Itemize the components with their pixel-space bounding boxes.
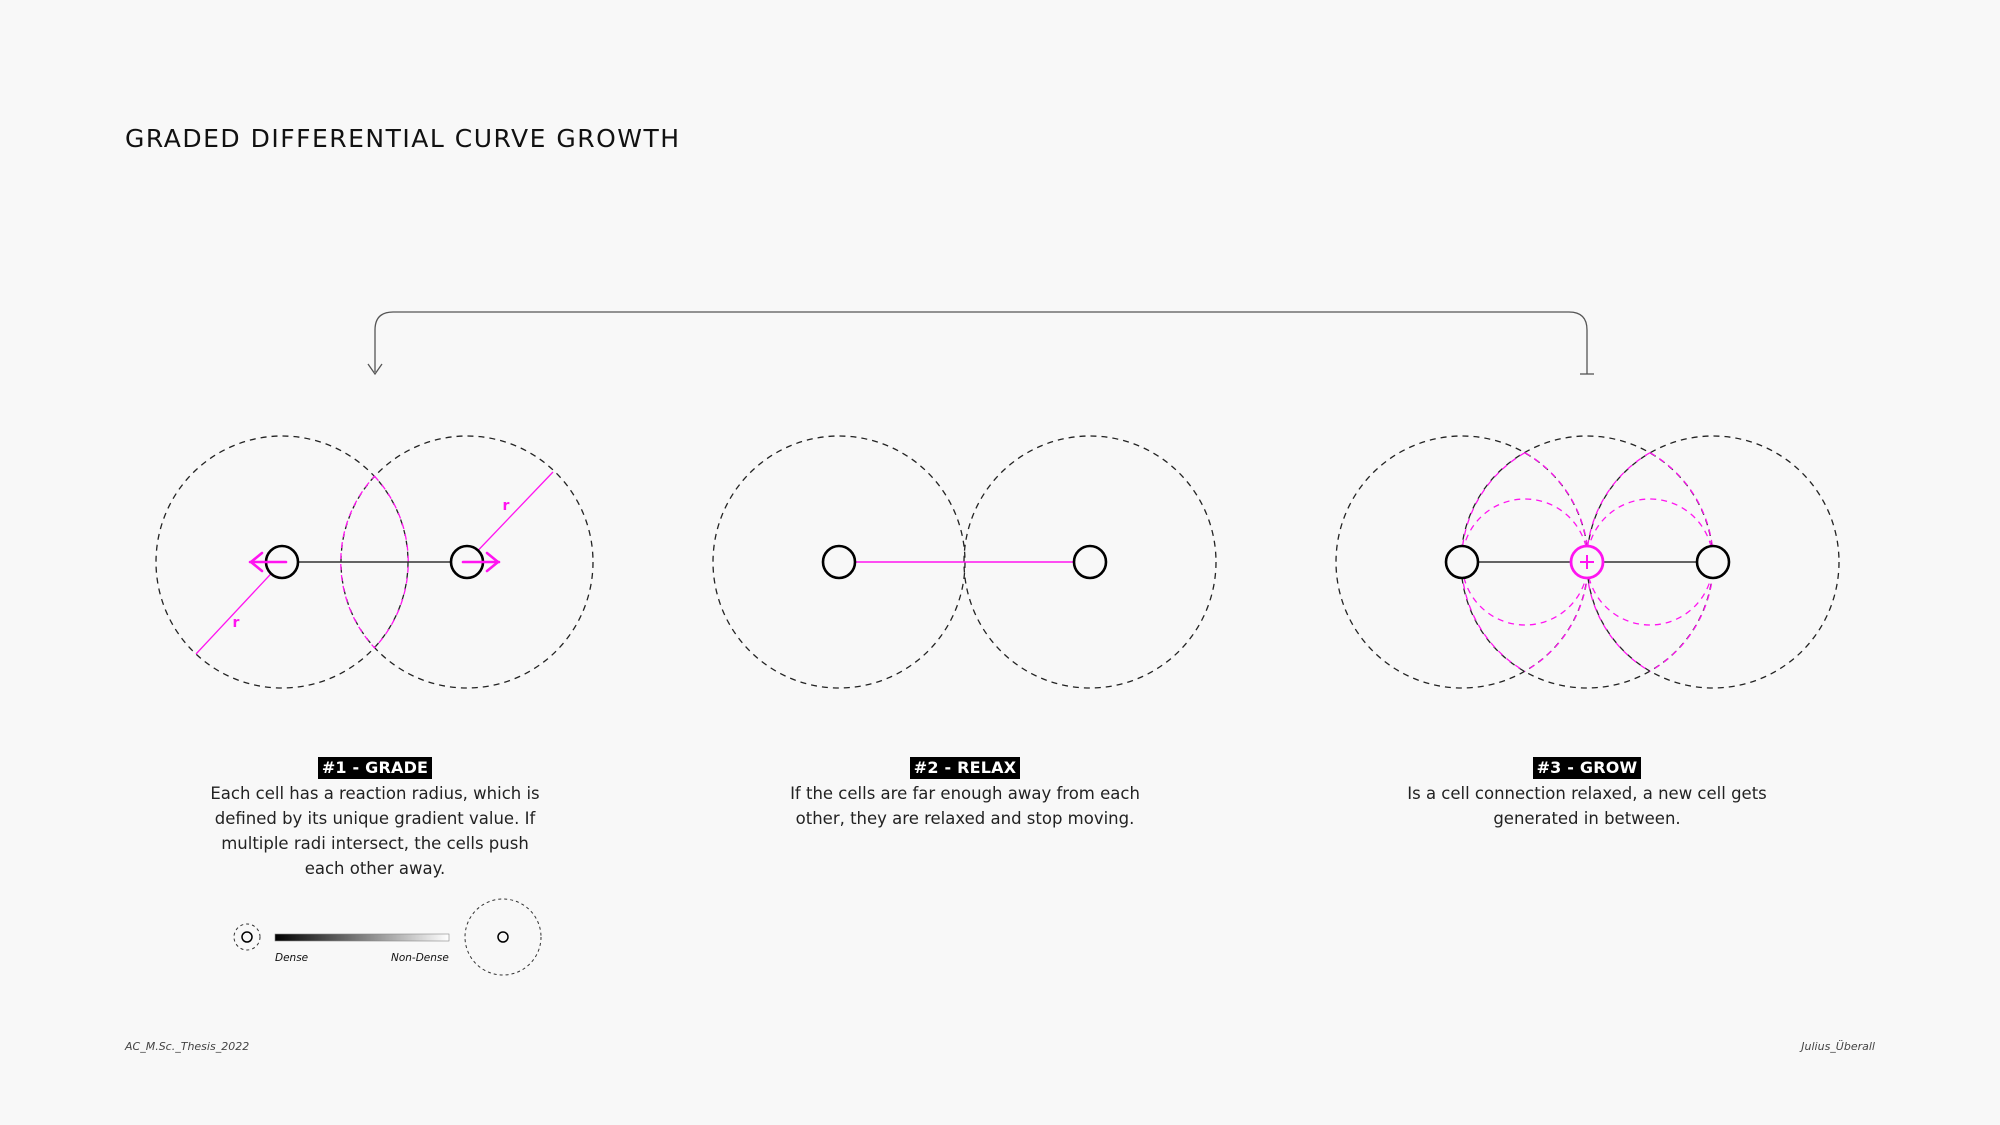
legend-dense-label: Dense <box>275 952 309 964</box>
push-arrow-left-icon <box>248 551 288 573</box>
step-description: Each cell has a reaction radius, which i… <box>210 784 540 878</box>
relax-diagram <box>712 435 1217 689</box>
density-legend <box>233 898 542 976</box>
radius-line-left <box>195 561 283 655</box>
reaction-radius-right <box>963 435 1217 689</box>
dense-cell-sample <box>241 931 253 943</box>
page-title: GRADED DIFFERENTIAL CURVE GROWTH <box>125 124 681 153</box>
non-dense-radius-sample <box>464 898 542 976</box>
dense-radius-sample <box>233 923 261 951</box>
step-description: Is a cell connection relaxed, a new cell… <box>1407 784 1767 828</box>
density-gradient-bar <box>274 933 450 942</box>
cell-right <box>1072 544 1108 580</box>
reaction-radius-right <box>340 435 594 689</box>
step-badge: #1 - GRADE <box>317 757 433 779</box>
radius-intersection <box>340 475 409 649</box>
cell-left <box>1444 544 1480 580</box>
step-grow: #3 - GROW Is a cell connection relaxed, … <box>1377 757 1797 831</box>
step-grade: #1 - GRADE Each cell has a reaction radi… <box>165 757 585 881</box>
plus-circle-icon <box>1569 544 1605 580</box>
radius-label-right: r <box>503 498 510 514</box>
non-dense-cell-sample <box>497 931 509 943</box>
legend-non-dense-label: Non-Dense <box>391 952 449 964</box>
push-arrow-right-icon <box>461 551 501 573</box>
grow-diagram <box>1335 435 1840 689</box>
footer-left: AC_M.Sc._Thesis_2022 <box>125 1040 250 1053</box>
grade-diagram: r r <box>155 435 594 689</box>
step-description: If the cells are far enough away from ea… <box>790 784 1140 828</box>
cell-right <box>1695 544 1731 580</box>
step-badge: #3 - GROW <box>1532 757 1642 779</box>
loop-arrow-icon <box>367 311 1594 376</box>
radius-line-right <box>466 471 554 563</box>
radius-label-left: r <box>233 615 240 631</box>
footer-right: Julius_Überall <box>1801 1040 1875 1053</box>
step-badge: #2 - RELAX <box>909 757 1021 779</box>
cell-left <box>821 544 857 580</box>
reaction-radius-right <box>1586 435 1840 689</box>
step-relax: #2 - RELAX If the cells are far enough a… <box>755 757 1175 831</box>
